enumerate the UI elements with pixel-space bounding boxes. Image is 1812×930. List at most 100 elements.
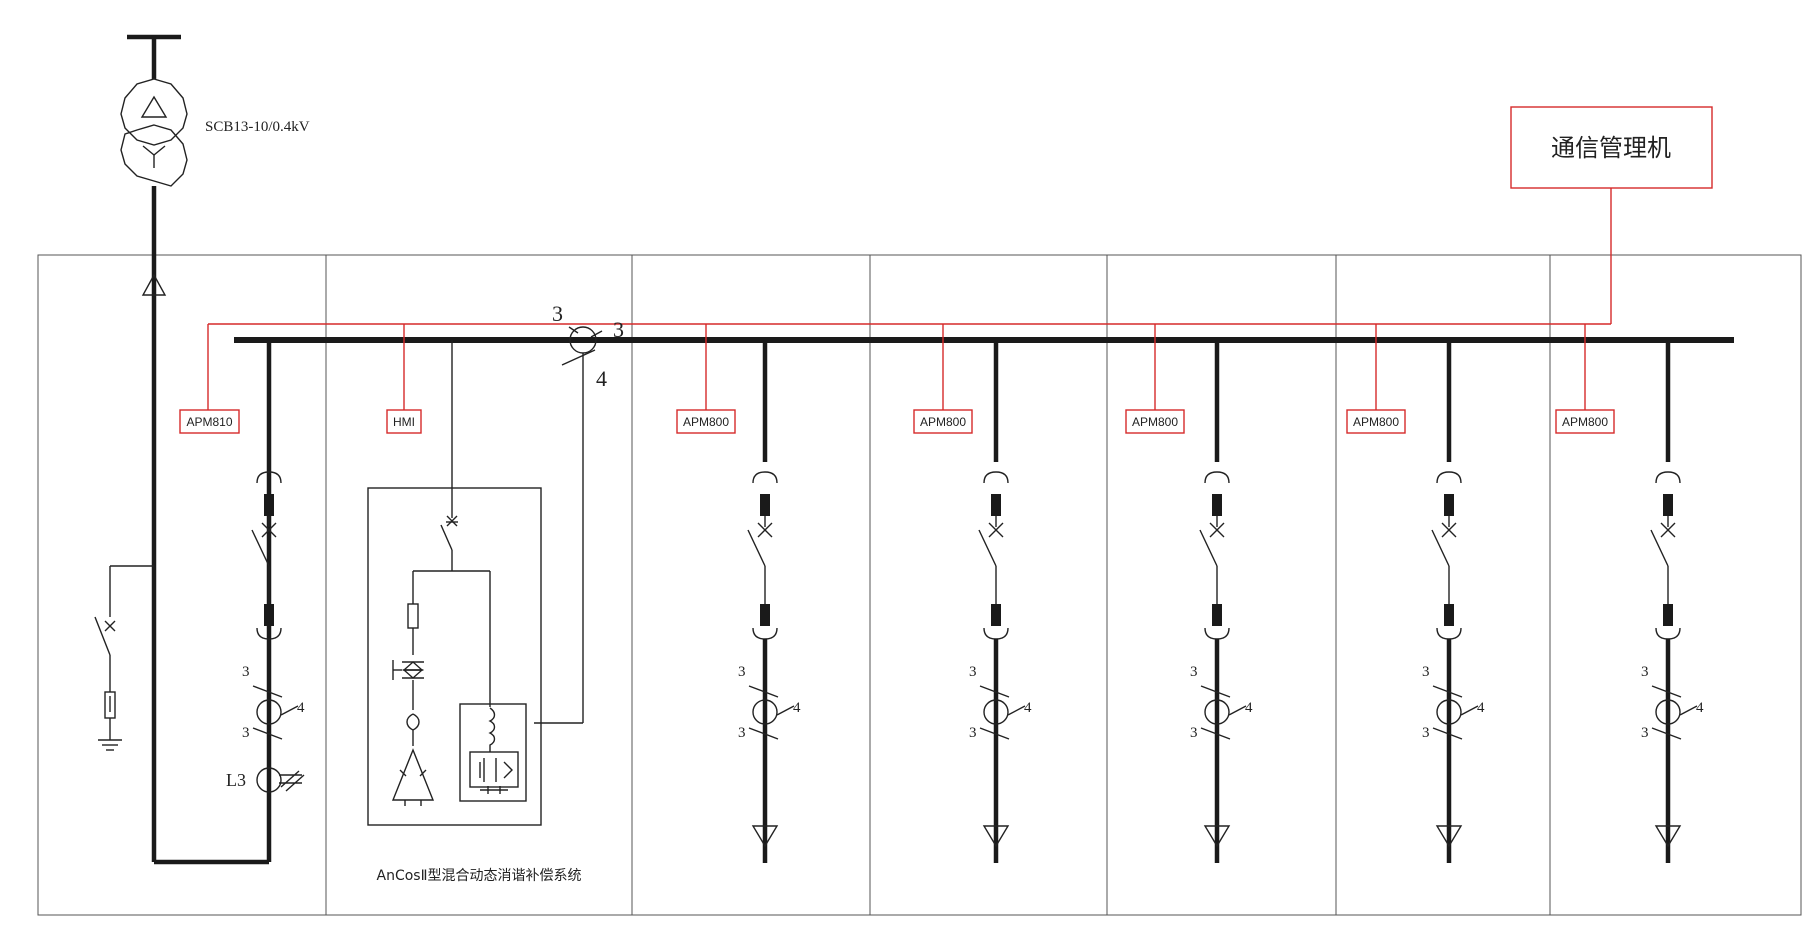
feeder-1-ct-count-a: 3: [738, 664, 746, 680]
feeder-5-plug-bottom: [1655, 627, 1681, 640]
feeder-5-contact-top: [1663, 494, 1673, 516]
feeder-3-contact-bottom: [1212, 604, 1222, 626]
feeder-3-plug-top: [1204, 471, 1230, 484]
svg-text:3: 3: [242, 725, 250, 741]
feeder-4-breaker-cross-icon: [1441, 522, 1457, 538]
feeder-3-ct-count-a: 3: [1190, 664, 1198, 680]
feeder-2-breaker-blade: [978, 529, 997, 567]
feeder-2-ct-count-a: 3: [969, 664, 977, 680]
svg-text:L3: L3: [226, 770, 246, 790]
feeder-3-ct-count-b: 3: [1190, 725, 1198, 741]
feeder-5-breaker-cross-icon: [1660, 522, 1676, 538]
feeder-5-ct-tick-b: [1651, 727, 1682, 740]
feeder-1-ct-tick-a: [748, 685, 779, 698]
incoming-arrow-icon: [141, 273, 167, 296]
feeder-5-breaker-blade: [1650, 529, 1669, 567]
reactor-icon: [406, 713, 420, 746]
cabinet-frame: [37, 254, 1802, 916]
inductor-icon: [488, 707, 496, 752]
feeder-3-ct-count-c: 4: [1245, 700, 1253, 716]
svg-text:HMI: HMI: [393, 415, 415, 429]
feeder-2-outgoing-arrow-icon: [982, 825, 1010, 848]
comm-manager-box: [1510, 106, 1713, 189]
feeder-1-ct-icon: [752, 699, 778, 725]
comm-network: 通信管理机: [207, 106, 1713, 410]
feeder-5-plug-top: [1655, 471, 1681, 484]
igbt-module-icon: [469, 751, 519, 788]
svg-text:4: 4: [297, 700, 305, 716]
feeder-1-plug-bottom: [752, 627, 778, 640]
feeder-1-plug-top: [752, 471, 778, 484]
feeder-5-ct-count-b: 3: [1641, 725, 1649, 741]
feeder-1-meter-box: [676, 409, 736, 434]
hmi-box: [386, 409, 422, 434]
feeder-2-contact-top: [991, 494, 1001, 516]
feeder-3-plug-bottom: [1204, 627, 1230, 640]
feeder-4-ct-count-a: 3: [1422, 664, 1430, 680]
feeder-3-breaker-cross-icon: [1209, 522, 1225, 538]
ct-icon: [256, 699, 282, 725]
feeder-4-ct-count-b: 3: [1422, 725, 1430, 741]
svg-text:3: 3: [613, 317, 624, 342]
feeder-1-ct-count-b: 3: [738, 725, 746, 741]
feeder-3-meter-box: [1125, 409, 1185, 434]
svg-text:4: 4: [596, 366, 607, 391]
svg-text:3: 3: [242, 664, 250, 680]
feeder-2-ct-icon: [983, 699, 1009, 725]
feeder-1-ct-tick-c: [776, 705, 795, 716]
wye-winding-icon: [142, 145, 166, 168]
feeder-5-contact-bottom: [1663, 604, 1673, 626]
feeder-2-meter-label: APM800: [920, 415, 966, 429]
active-filter-unit: [459, 703, 527, 802]
feeder-3-ct-tick-c: [1228, 705, 1247, 716]
feeder-4-ct-tick-b: [1432, 727, 1463, 740]
vt-icon: [256, 767, 282, 793]
feeder-3-meter-label: APM800: [1132, 415, 1178, 429]
feeder-4-ct-tick-c: [1460, 705, 1479, 716]
compensator-caption: AnCosⅡ型混合动态消谐补偿系统: [377, 868, 582, 884]
transformer: SCB13-10/0.4kV: [120, 34, 310, 865]
feeder-3-outgoing-arrow-icon: [1203, 825, 1231, 848]
feeder-4-meter-box: [1346, 409, 1406, 434]
comm-manager-label: 通信管理机: [1551, 134, 1671, 162]
feeder-4-contact-bottom: [1444, 604, 1454, 626]
feeder-5-meter-label: APM800: [1562, 415, 1608, 429]
thyristor-icon: [392, 660, 424, 680]
feeder-2-plug-bottom: [983, 627, 1009, 640]
feeder-5-meter-box: [1555, 409, 1615, 434]
feeder-2-ct-count-b: 3: [969, 725, 977, 741]
feeder-5-ct-tick-c: [1679, 705, 1698, 716]
feeder-4-breaker-blade: [1431, 529, 1450, 567]
feeder-4-plug-bottom: [1436, 627, 1462, 640]
feeder-3-contact-top: [1212, 494, 1222, 516]
fuse-icon: [407, 603, 419, 629]
svg-text:3: 3: [552, 301, 563, 326]
feeder-2-ct-tick-b: [979, 727, 1010, 740]
feeder-4-contact-top: [1444, 494, 1454, 516]
feeder-4-meter-label: APM800: [1353, 415, 1399, 429]
feeder-1-ct-tick-b: [748, 727, 779, 740]
compensator-cabinet: HMI 3 3 4: [367, 301, 624, 884]
feeder-5-outgoing-arrow-icon: [1654, 825, 1682, 848]
feeder-4-plug-top: [1436, 471, 1462, 484]
feeder-4-ct-tick-a: [1432, 685, 1463, 698]
feeder-3-ct-tick-a: [1200, 685, 1231, 698]
feeder-5-ct-tick-a: [1651, 685, 1682, 698]
incoming-cabinet: APM810 3 3 4 L3: [94, 409, 305, 793]
feeder-1-meter-label: APM800: [683, 415, 729, 429]
feeder-4-ct-icon: [1436, 699, 1462, 725]
feeder-2-plug-top: [983, 471, 1009, 484]
feeder-2-meter-box: [913, 409, 973, 434]
feeder-5-ct-count-c: 4: [1696, 700, 1704, 716]
feeder-1-contact-bottom: [760, 604, 770, 626]
feeder-1-breaker-blade: [747, 529, 766, 567]
feeder-2-contact-bottom: [991, 604, 1001, 626]
feeder-cabinets: APM800334APM800334APM800334APM800334APM8…: [676, 340, 1704, 863]
feeder-3-breaker-blade: [1199, 529, 1218, 567]
feeder-3-ct-icon: [1204, 699, 1230, 725]
feeder-5-ct-icon: [1655, 699, 1681, 725]
svg-text:APM810: APM810: [186, 415, 232, 429]
feeder-5-ct-count-a: 3: [1641, 664, 1649, 680]
feeder-4-outgoing-arrow-icon: [1435, 825, 1463, 848]
